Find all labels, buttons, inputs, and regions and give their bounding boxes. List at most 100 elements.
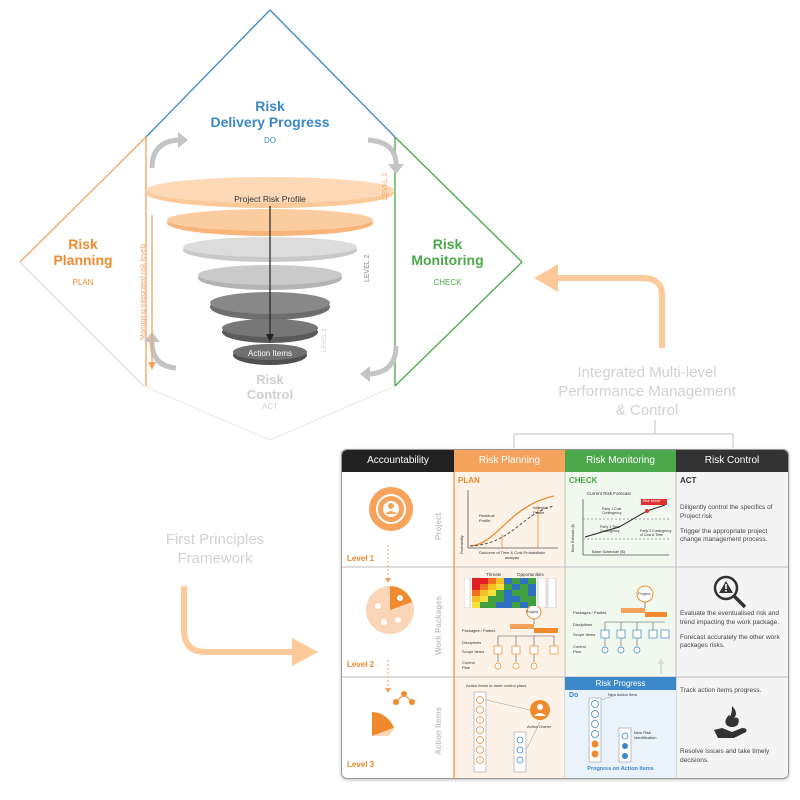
risk-heatmap <box>464 578 557 608</box>
action-owner-label: Action Owner <box>527 724 552 729</box>
diamond-edge-bottom <box>143 385 396 440</box>
diamond-edge-top-left <box>145 9 271 138</box>
act-bullet-1-1: Diligently control the specifics of Proj… <box>680 504 773 520</box>
level2-text: Level 2 <box>347 660 375 669</box>
header-accountability: Accountability <box>342 450 454 472</box>
level1-label: LEVEL 1 <box>382 172 389 200</box>
diamond-edge-right-lower <box>394 261 523 387</box>
risk-delivery-title-line2: Delivery Progress <box>210 114 330 130</box>
check-tree <box>600 585 670 674</box>
check-tag: CHECK <box>569 476 598 485</box>
table-connector <box>513 420 734 448</box>
risk-delivery-sub: DO <box>264 136 276 145</box>
framework-arrow-icon <box>181 586 318 666</box>
header-risk-monitoring: Risk Monitoring <box>565 450 676 472</box>
risk-control-sub: ACT <box>262 402 278 411</box>
level3-text: Level 3 <box>347 760 375 769</box>
progress-on-action-label: Progress on Action Items <box>587 766 654 772</box>
check-tree-project: Project <box>638 591 651 596</box>
check-forecast-chart <box>582 499 669 556</box>
check-tree-scope: Scope Items <box>573 632 596 637</box>
diamond-diagram <box>19 9 523 440</box>
diamond-edge-left-upper <box>19 136 147 263</box>
do-tag: Do <box>569 692 579 699</box>
check-label-base: Base Schedule ($) <box>592 549 625 554</box>
check-tree-disciplines: Disciplines <box>573 622 593 627</box>
action-list-plan <box>473 691 550 773</box>
integrated-label: Integrated Multi-level Performance Manag… <box>532 363 762 420</box>
diamond-edge-top-right <box>269 9 396 138</box>
check-tree-control: Control Plan <box>573 644 586 654</box>
level1-icon <box>369 487 413 531</box>
action-link-label: Action Items to meet control plans <box>466 683 527 688</box>
row-label-action-items: Action Items <box>434 706 443 755</box>
framework-table: Accountability Risk Planning Risk Monito… <box>341 449 789 779</box>
check-tree-packages: Packages / Parties <box>573 610 607 615</box>
integrated-line3: & Control <box>615 402 679 419</box>
integrated-line2: Performance Management <box>558 383 736 400</box>
funnel-bottom-label: Action Items <box>247 349 292 358</box>
plan-chart-xlabel: Outcome of Time & Cost Probabilistic ana… <box>478 550 546 560</box>
row-label-project: Project <box>434 512 443 540</box>
new-action-item-label: New Action Item <box>608 692 637 697</box>
heat-opps-label: Opportunities <box>517 572 544 577</box>
framework-line2: Framework <box>177 550 253 567</box>
diamond-edge-left-lower <box>19 261 145 387</box>
new-risk-id-label: New Risk Identification <box>634 730 657 740</box>
act-bullets-row1: Diligently control the specifics of Proj… <box>680 504 784 551</box>
action-progress-chart <box>588 695 632 763</box>
act-bullet-2-2: Forecast accurately the other work packa… <box>680 633 780 650</box>
plan-inherent-label: Inherent Profile <box>533 505 548 515</box>
check-risk-model-label: Risk Model <box>643 499 661 503</box>
integrated-arrow-icon <box>534 264 665 348</box>
check-label-a: Party 1 Cost Contingency <box>602 507 622 515</box>
header-risk-control: Risk Control <box>676 450 788 472</box>
framework-label: First Principles Framework <box>150 530 280 568</box>
plan-tree-project: Project <box>526 609 539 614</box>
funnel <box>146 177 394 365</box>
act-tag: ACT <box>680 476 697 485</box>
level3-fan-icon <box>372 691 415 736</box>
risk-planning-title-line2: Planning <box>53 252 113 268</box>
risk-progress-header: Risk Progress <box>565 677 676 690</box>
plan-tree <box>493 606 559 670</box>
heat-threats-label: Threats <box>486 572 502 577</box>
col-planning-bg <box>454 472 565 778</box>
framework-line1: First Principles <box>165 531 265 548</box>
plan-tag: PLAN <box>458 476 480 485</box>
warning-icon <box>713 575 747 609</box>
plan-tree-scope: Scope Items <box>462 649 485 654</box>
risk-monitoring-title-line1: Risk <box>432 236 463 252</box>
header-risk-planning: Risk Planning <box>454 450 565 472</box>
level2-pie-icon <box>366 586 414 634</box>
plan-chart-ylabel: Probability <box>459 535 464 554</box>
risk-delivery-title-line1: Risk <box>255 98 285 114</box>
risk-planning-sub: PLAN <box>72 278 94 287</box>
hand-fire-icon <box>714 706 747 738</box>
plan-tree-packages: Packages / Parties <box>462 628 496 633</box>
check-chart-title: Current Risk Forecast <box>587 491 631 496</box>
act-bullet-3-1: Track action items progress. <box>680 687 762 694</box>
check-label-b: Party 1 Time Contingency <box>600 525 620 533</box>
diamond-edge-right-upper <box>394 136 523 263</box>
risk-control-title-line1: Risk <box>256 372 284 387</box>
risk-control-title-line2: Control <box>246 387 294 402</box>
row-label-work-packages: Work Packages <box>434 596 443 655</box>
check-label-c: Party 2 Contingency of Cost & Time <box>640 529 672 537</box>
level3-label: LEVEL 3 <box>322 328 328 352</box>
integrated-line1: Integrated Multi-level <box>577 364 717 381</box>
funnel-top-label: Project Risk Profile <box>234 194 306 204</box>
risk-planning-title-line1: Risk <box>68 236 98 252</box>
plan-tree-disciplines: Disciplines <box>462 640 482 645</box>
level1-text: Level 1 <box>347 554 375 563</box>
plan-residual-label: Residual Profile <box>479 513 495 523</box>
act-bullet-1-2: Trigger the appropriate project change m… <box>680 527 768 544</box>
act-bullet-2-1: Evaluate the eventualised risk and trend… <box>680 610 780 626</box>
risk-monitoring-sub: CHECK <box>433 278 462 287</box>
level2-label: LEVEL 2 <box>364 254 371 282</box>
risk-monitoring-title-line2: Monitoring <box>411 252 484 268</box>
check-chart-ylabel: Base Estimate ($) <box>571 524 575 552</box>
plan-tree-control: Control Plan <box>462 660 475 670</box>
side-levels-label: Managing integrated risk levels <box>140 243 147 341</box>
plan-s-curve-chart <box>467 490 558 549</box>
